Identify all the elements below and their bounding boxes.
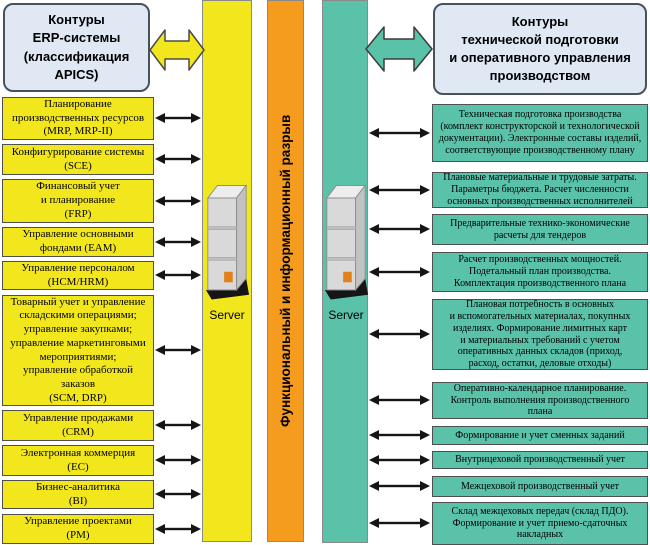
erp-module-box: Планирование производственных ресурсов (… <box>2 97 154 140</box>
production-task-box: Расчет производственных мощностей. Подет… <box>432 252 648 292</box>
connector-arrow-icon <box>155 113 201 123</box>
production-task-box: Оперативно-календарное планирование. Кон… <box>432 382 648 419</box>
connector-arrow-icon <box>155 345 201 355</box>
erp-module-box: Управление продажами (CRM) <box>2 410 154 441</box>
erp-module-box: Управление проектами (PM) <box>2 514 154 544</box>
erp-module-box: Управление основными фондами (EAM) <box>2 227 154 257</box>
connector-arrow-icon <box>369 185 430 195</box>
connector-arrow-icon <box>369 128 430 138</box>
connector-arrow-icon <box>155 489 201 499</box>
teal-double-arrow-icon <box>365 26 433 72</box>
connector-arrow-icon <box>155 524 201 534</box>
erp-module-box: Товарный учет и управление складскими оп… <box>2 295 154 406</box>
server-right: Server <box>323 182 369 321</box>
production-task-box: Плановая потребность в основных и вспомо… <box>432 299 648 370</box>
connector-arrow-icon <box>155 196 201 206</box>
connector-arrow-icon <box>369 518 430 528</box>
connector-arrow-icon <box>155 237 201 247</box>
gap-bar: Функциональный и информационный разрыв <box>267 0 304 542</box>
production-task-box: Формирование и учет сменных заданий <box>432 426 648 445</box>
connector-arrow-icon <box>369 267 430 277</box>
production-header: Контуры технической подготовки и операти… <box>433 3 647 95</box>
production-task-box: Предварительные технико-экономические ра… <box>432 214 648 245</box>
server-tower-icon <box>324 184 369 300</box>
server-left: Server <box>204 182 250 321</box>
erp-module-box: Конфигурирование системы (SCE) <box>2 144 154 175</box>
production-task-box: Склад межцеховых передач (склад ПДО). Фо… <box>432 502 648 545</box>
erp-header: Контуры ERP-системы (классификация APICS… <box>3 3 150 92</box>
gap-label: Функциональный и информационный разрыв <box>278 114 293 428</box>
connector-arrow-icon <box>155 455 201 465</box>
server-label: Server <box>209 308 245 322</box>
connector-arrow-icon <box>369 224 430 234</box>
connector-arrow-icon <box>155 154 201 164</box>
production-task-box: Межцеховой производственный учет <box>432 476 648 497</box>
yellow-double-arrow-icon <box>149 29 205 71</box>
connector-arrow-icon <box>369 430 430 440</box>
connector-arrow-icon <box>369 481 430 491</box>
production-task-box: Внутрицеховой производственный учет <box>432 451 648 469</box>
erp-module-box: Управление персоналом (HCM/HRM) <box>2 261 154 290</box>
server-tower-icon <box>205 184 250 300</box>
erp-module-box: Финансовый учет и планирование (FRP) <box>2 179 154 223</box>
connector-arrow-icon <box>155 270 201 280</box>
production-task-box: Плановые материальные и трудовые затраты… <box>432 172 648 208</box>
connector-arrow-icon <box>369 329 430 339</box>
production-task-box: Техническая подготовка производства (ком… <box>432 104 648 162</box>
connector-arrow-icon <box>369 395 430 405</box>
erp-module-box: Бизнес-аналитика (BI) <box>2 480 154 509</box>
erp-module-box: Электронная коммерция (EC) <box>2 445 154 476</box>
connector-arrow-icon <box>155 420 201 430</box>
connector-arrow-icon <box>369 455 430 465</box>
server-label: Server <box>328 308 364 322</box>
